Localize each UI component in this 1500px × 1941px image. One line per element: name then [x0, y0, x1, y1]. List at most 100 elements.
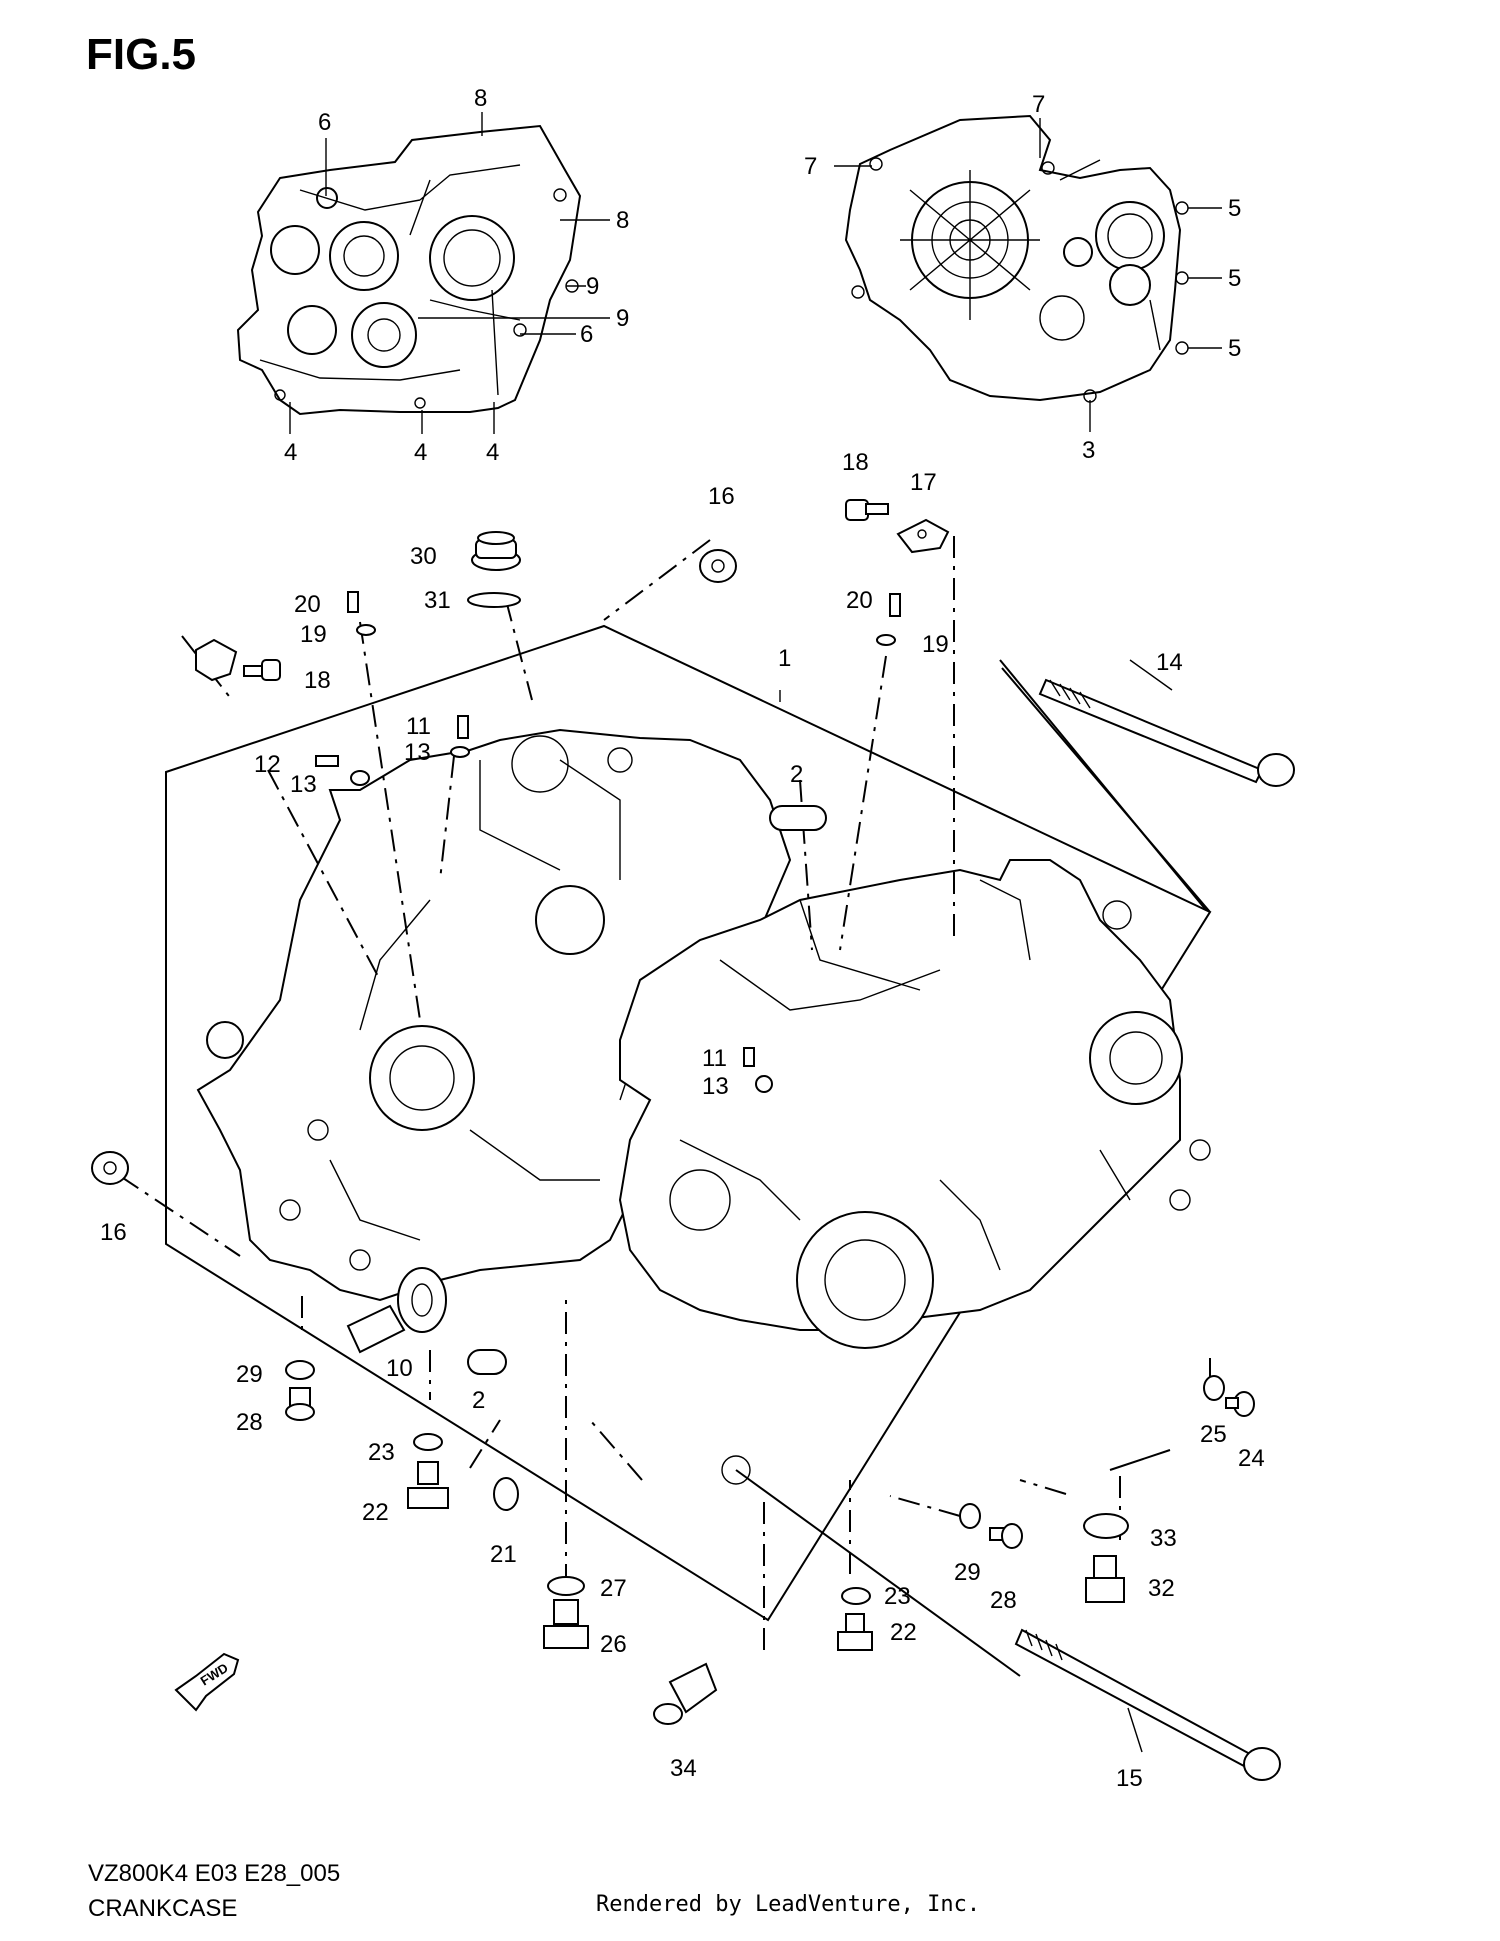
callout-16-left: 16	[100, 1219, 127, 1246]
left-crankcase-half-inset	[236, 124, 582, 416]
stud-bolt-15	[1014, 1628, 1281, 1781]
jet-11-top	[457, 715, 469, 739]
washer-29-right	[959, 1503, 981, 1529]
callout-11-top: 11	[406, 713, 431, 740]
jet-20-right	[889, 593, 901, 617]
stud-bolt-14	[1038, 678, 1295, 787]
callout-7-left: 7	[804, 153, 817, 180]
callout-27: 27	[600, 1575, 627, 1602]
washer-19-right	[876, 634, 896, 646]
callout-10: 10	[386, 1355, 413, 1382]
callout-31: 31	[424, 587, 451, 614]
jet-12	[315, 755, 339, 767]
callout-5-middle: 5	[1228, 265, 1241, 292]
callout-25: 25	[1200, 1421, 1227, 1448]
callout-2-top: 2	[790, 761, 803, 788]
hardware-parts: FWD	[91, 499, 1295, 1781]
dowel-pin-top	[769, 805, 827, 831]
callout-20-right: 20	[846, 587, 873, 614]
callout-28-left: 28	[236, 1409, 263, 1436]
callout-5-bottom: 5	[1228, 335, 1241, 362]
callout-22-left: 22	[362, 1499, 389, 1526]
washer-23-left	[413, 1433, 443, 1451]
callout-28-right: 28	[990, 1587, 1017, 1614]
washer-13-middle	[755, 1075, 773, 1093]
washer-29-left	[285, 1360, 315, 1380]
washer-13-left	[350, 770, 370, 786]
callout-34: 34	[670, 1755, 697, 1782]
washer-19-left	[356, 624, 376, 636]
callout-11-middle: 11	[702, 1045, 727, 1072]
callout-3: 3	[1082, 437, 1095, 464]
callout-18-top: 18	[842, 449, 869, 476]
bolt-18-top	[845, 499, 889, 521]
plug-10	[346, 1267, 447, 1354]
nut-top	[699, 549, 737, 583]
callout-8-top: 8	[474, 85, 487, 112]
plug-26	[543, 1599, 589, 1649]
callout-4-middle: 4	[414, 439, 427, 466]
washer-21	[493, 1477, 519, 1511]
clamp-17	[896, 518, 950, 554]
bolt-22-left	[407, 1461, 449, 1509]
jet-11-middle	[743, 1047, 755, 1067]
callout-8-right: 8	[616, 207, 629, 234]
callout-26: 26	[600, 1631, 627, 1658]
forward-direction-arrow: FWD	[174, 1652, 240, 1712]
callout-23-left: 23	[368, 1439, 395, 1466]
leader-lines	[119, 112, 1222, 1753]
callout-1: 1	[778, 645, 791, 672]
callout-32: 32	[1148, 1575, 1175, 1602]
callout-16-top: 16	[708, 483, 735, 510]
clamp-left	[195, 638, 238, 682]
callout-4-left: 4	[284, 439, 297, 466]
washer-33	[1083, 1513, 1129, 1539]
bolt-22-right	[837, 1613, 873, 1651]
washer-25	[1203, 1375, 1225, 1401]
callout-19-right: 19	[922, 631, 949, 658]
callout-9-bottom: 9	[616, 305, 629, 332]
washer-13-top	[450, 746, 470, 758]
callout-6-top: 6	[318, 109, 331, 136]
callout-9-top: 9	[586, 273, 599, 300]
callout-19-left: 19	[300, 621, 327, 648]
filler-cap-o-ring	[467, 592, 521, 608]
bolt-18-left	[243, 659, 281, 681]
right-crankcase-half-inset	[844, 114, 1189, 403]
callout-4-right: 4	[486, 439, 499, 466]
callout-13-top: 13	[404, 739, 431, 766]
callout-23-right: 23	[884, 1583, 911, 1610]
callout-29-right: 29	[954, 1559, 981, 1586]
callout-30: 30	[410, 543, 437, 570]
callout-20-left: 20	[294, 591, 321, 618]
callout-29-left: 29	[236, 1361, 263, 1388]
callout-6-right: 6	[580, 321, 593, 348]
callout-18-left: 18	[304, 667, 331, 694]
callout-12: 12	[254, 751, 281, 778]
bolt-28-right	[989, 1523, 1023, 1549]
callout-labels: 1 2 2 3 4 4 4 5 5 5 6 6 7 7 8 8 9 9 10 1…	[100, 85, 1265, 1792]
figure-title: FIG.5	[86, 30, 197, 79]
callout-13-left: 13	[290, 771, 317, 798]
callout-14: 14	[1156, 649, 1183, 676]
bolt-28-left	[285, 1387, 315, 1421]
callout-33: 33	[1150, 1525, 1177, 1552]
render-credit: Rendered by LeadVenture, Inc.	[596, 1892, 981, 1917]
jet-20-left	[347, 591, 359, 613]
callout-24: 24	[1238, 1445, 1265, 1472]
washer-23-right	[841, 1587, 871, 1605]
callout-21: 21	[490, 1541, 517, 1568]
nut-left	[91, 1151, 129, 1185]
bolt-24	[1225, 1391, 1255, 1417]
callout-2-bottom: 2	[472, 1387, 485, 1414]
sensor-34	[653, 1662, 718, 1725]
right-crankcase-main	[618, 859, 1211, 1485]
callout-15: 15	[1116, 1765, 1143, 1792]
plug-32	[1085, 1555, 1125, 1603]
washer-27	[547, 1576, 585, 1596]
callout-7-top: 7	[1032, 91, 1045, 118]
callout-5-top: 5	[1228, 195, 1241, 222]
callout-13-middle: 13	[702, 1073, 729, 1100]
callout-22-right: 22	[890, 1619, 917, 1646]
